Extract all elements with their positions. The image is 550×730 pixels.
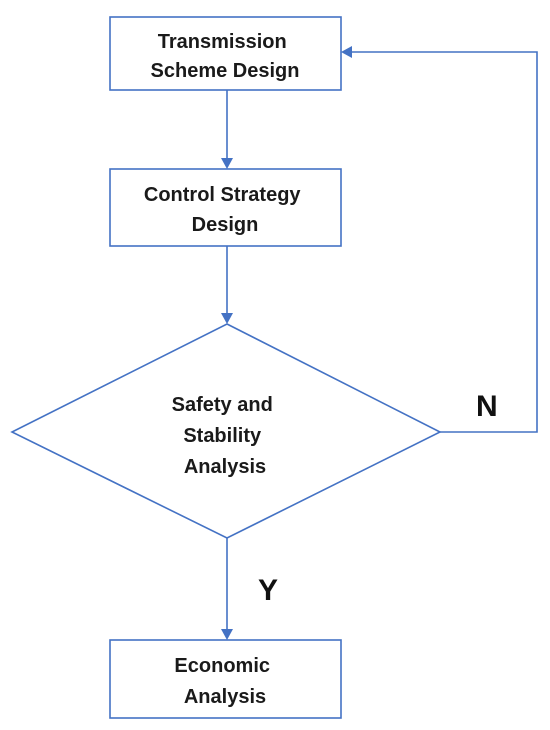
connector-feedback-loop: [348, 51, 538, 433]
process-box: [109, 168, 342, 247]
process-control-strategy-design: Control Strategy Design: [109, 168, 342, 247]
process-transmission-scheme-design: Transmission Scheme Design: [109, 16, 342, 91]
node-text-line: Safety and: [172, 394, 273, 416]
branch-label-no: N: [476, 390, 498, 423]
arrowhead-transmission: [341, 46, 352, 58]
node-text-line: Economic: [174, 655, 270, 677]
node-text-line: Analysis: [184, 456, 266, 478]
svg-text:Safety and Stability: Safety and Stability Analysis: [172, 394, 279, 478]
process-economic-analysis: Economic Analysis: [109, 639, 342, 719]
process-box: [109, 639, 342, 719]
svg-text:Transmission Scheme Desi: Transmission Scheme Design: [151, 31, 300, 82]
node-text-line: Transmission: [158, 31, 287, 53]
arrowhead-control: [221, 158, 233, 169]
decision-safety-stability-analysis: Safety and Stability Analysis: [10, 323, 442, 539]
svg-text:Control Strategy Design: Control Strategy Design: [144, 184, 306, 236]
arrowhead-safety: [221, 313, 233, 324]
branch-label-yes: Y: [258, 574, 278, 607]
svg-text:Economic Analysis: Economic Analysis: [174, 655, 275, 708]
process-box: [109, 16, 342, 91]
node-text-line: Analysis: [184, 686, 266, 708]
node-text-line: Scheme Design: [151, 60, 300, 82]
node-text-line: Stability: [183, 425, 262, 447]
decision-diamond: [10, 323, 442, 539]
node-text-line: Design: [192, 214, 259, 236]
node-text-line: Control Strategy: [144, 184, 302, 206]
arrowhead-economic: [221, 629, 233, 640]
